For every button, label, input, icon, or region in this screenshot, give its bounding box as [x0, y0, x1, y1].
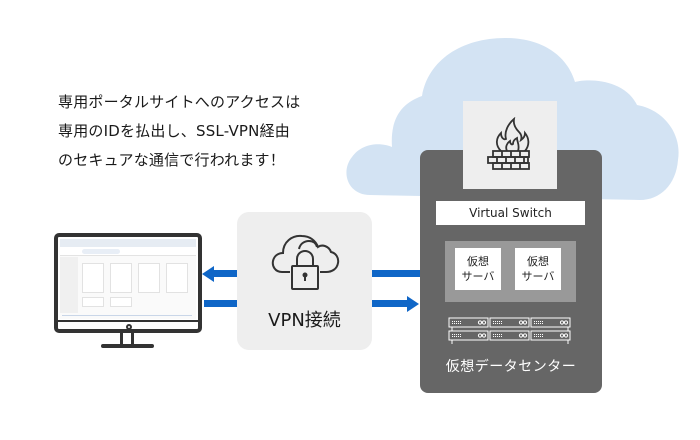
arrow-head-right-icon: [407, 296, 419, 312]
screen-card: [82, 297, 104, 307]
arrow-shaft: [204, 300, 238, 307]
browser-sidebar: [60, 257, 78, 313]
firewall-box: [463, 101, 557, 189]
monitor-screen: [60, 239, 196, 319]
vpn-connection-box: VPN接続: [237, 212, 372, 350]
firewall-icon: [487, 117, 530, 170]
screen-line: [62, 315, 192, 316]
vpn-label: VPN接続: [268, 310, 341, 331]
arrow-shaft: [372, 270, 420, 277]
datacenter-label: 仮想データセンター: [445, 359, 577, 375]
virtual-server-label: 仮想: [527, 255, 549, 268]
monitor-power-dot: [126, 324, 132, 330]
virtual-server-label: サーバ: [521, 270, 555, 283]
virtual-server: 仮想 サーバ: [455, 248, 501, 290]
virtual-server-label: 仮想: [467, 255, 489, 268]
screen-card: [82, 263, 104, 293]
browser-address-bar: [82, 249, 120, 254]
monitor-base: [101, 344, 154, 348]
arrow-head-left-icon: [202, 266, 214, 282]
screen-card: [138, 263, 160, 293]
monitor-icon: [54, 233, 202, 333]
virtual-server-label: サーバ: [461, 270, 495, 283]
screen-card: [110, 263, 132, 293]
description-line: のセキュアな通信で行われます！: [58, 151, 285, 169]
virtual-server-area: 仮想 サーバ 仮想 サーバ: [445, 241, 576, 302]
description-text: 専用ポータルサイトへのアクセスは 専用のIDを払出し、SSL-VPN経由 のセキ…: [58, 88, 300, 175]
arrow-shaft: [372, 300, 408, 307]
screen-card: [110, 297, 132, 307]
description-line: 専用のIDを払出し、SSL-VPN経由: [58, 122, 290, 140]
server-rack-icon: [448, 317, 571, 344]
cloud-lock-icon: [271, 234, 340, 290]
monitor-stand: [120, 333, 134, 345]
monitor-chin: [58, 320, 198, 333]
screen-card: [166, 263, 188, 293]
browser-tabbar: [60, 239, 196, 247]
arrow-shaft: [213, 270, 238, 277]
virtual-server: 仮想 サーバ: [515, 248, 561, 290]
description-line: 専用ポータルサイトへのアクセスは: [58, 93, 301, 111]
client-monitor: [54, 233, 204, 351]
virtual-switch: Virtual Switch: [436, 201, 585, 225]
browser-toolbar: [60, 247, 196, 256]
